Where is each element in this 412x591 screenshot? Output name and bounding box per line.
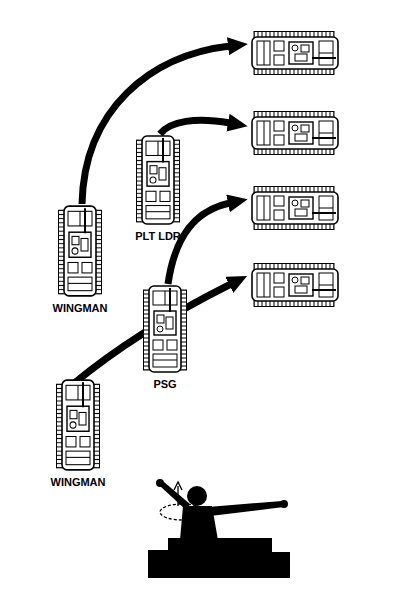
soldier-hand <box>280 500 288 508</box>
soldier-arm <box>160 482 190 510</box>
vehicle-shape <box>144 286 187 372</box>
vehicle-node: WINGMAN <box>38 378 118 488</box>
motion-arrow <box>177 486 178 506</box>
vehicle-shape <box>137 136 180 224</box>
vehicle-icon <box>143 284 187 374</box>
soldier-head <box>187 486 207 506</box>
vehicle-node: PLT LDR <box>118 134 198 242</box>
vehicle-icon <box>56 378 100 472</box>
vehicle-node: WINGMAN <box>40 204 120 314</box>
soldier-hand <box>156 479 164 487</box>
arm-signal-figure <box>148 479 290 578</box>
turret-base <box>148 538 290 578</box>
vehicle-icon <box>58 204 102 298</box>
movement-arrow <box>72 284 231 385</box>
motion-arrow <box>174 482 182 490</box>
vehicle-shape <box>57 380 100 470</box>
vehicle-label: PLT LDR <box>118 230 198 242</box>
vehicle-icon <box>252 264 338 307</box>
line-formation <box>252 32 338 307</box>
motion-loop <box>160 504 204 520</box>
vehicle-icon <box>252 112 338 155</box>
movement-arrow <box>160 120 230 134</box>
vehicle-node: PSG <box>125 284 205 390</box>
vehicle-label: WINGMAN <box>38 476 118 488</box>
vehicle-label: WINGMAN <box>40 302 120 314</box>
vehicle-icon <box>136 134 180 226</box>
soldier-arm <box>208 501 284 516</box>
vehicle-icon <box>252 32 338 75</box>
vehicle-label: PSG <box>125 378 205 390</box>
vehicle-shape <box>59 206 102 296</box>
vehicle-icon <box>252 187 338 230</box>
